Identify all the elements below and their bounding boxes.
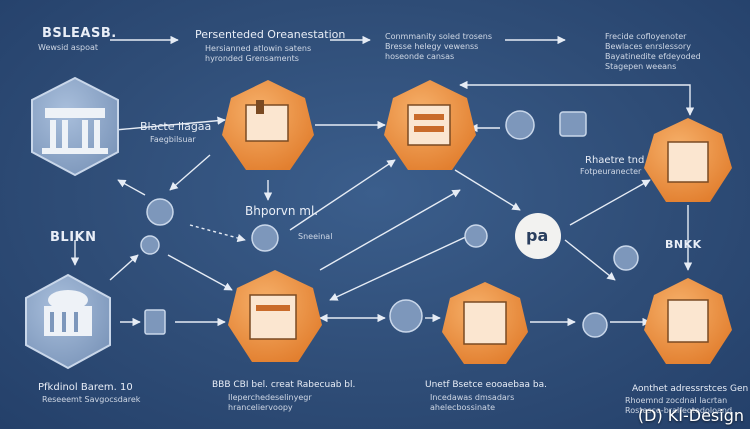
arrow-pa-down: [564, 239, 616, 281]
shield-icon: [251, 224, 279, 252]
label-bottom-cl-title: BBB CBI bel. creat Rabecuab bl.: [212, 380, 356, 390]
phone-icon: [613, 245, 639, 271]
small-icons: [140, 110, 639, 338]
bank-node-top: [31, 76, 119, 177]
connector-arrows: [70, 35, 695, 327]
label-bank-right: BNKK: [665, 238, 702, 251]
arrow-node2-to-right: [459, 80, 695, 116]
arrow-node2-to-pa: [454, 169, 521, 211]
pa-badge: [515, 213, 561, 259]
orange-node-2: [384, 80, 476, 170]
label-bottom-cr-title: Unetf Bsetce eooaebaa ba.: [425, 380, 547, 390]
database-icon: [144, 309, 166, 335]
label-bottom-left-sub: Reseeemt Savgocsdarek: [42, 395, 141, 404]
label-bank-left-title: Blacte llagaa: [140, 120, 212, 133]
arrow-pa-to-right: [569, 179, 651, 226]
orange-node-5: [644, 278, 732, 364]
label-mid: Bhporvn ml.: [245, 204, 319, 218]
label-top-right-sub: Frecide cofloyenoter Bewlaces enrslessor…: [605, 32, 701, 71]
label-top-center-title: Persenteded Oreanestation: [195, 28, 346, 41]
arrow-node1-to-lock: [169, 154, 211, 191]
label-mid-sub: Sneeinal: [298, 232, 333, 241]
label-top-rc-sub: Conmmanity soled trosens Bresse helegy v…: [385, 32, 493, 61]
arrow-shield-to-node2: [289, 159, 396, 231]
coin-icon: [140, 235, 160, 255]
arrow-node3-pa: [329, 234, 471, 301]
label-top-left-sub: Wewsid aspoat: [38, 43, 98, 52]
label-bottom-cr-sub: Incedawas dmsadars ahelecbossinate: [430, 393, 515, 412]
label-bottom-cl-sub: Ileperchedeselinyegr hranceliervoopy: [228, 393, 312, 412]
label-top-left-title: BSLEASB.: [42, 26, 117, 41]
credit-watermark: (D) KI-Design: [637, 406, 744, 425]
arrow-bank2-up: [109, 254, 139, 281]
label-pa: pa: [526, 226, 549, 245]
orange-node-right: [644, 118, 732, 202]
arrow-coin-to-node3: [167, 254, 233, 291]
arrow-bank-to-node1: [114, 116, 226, 131]
arrow-node3-to-node2: [319, 189, 461, 271]
label-bottom-left-title: Pfkdinol Barem. 10: [38, 382, 133, 393]
label-bottom-right-title: Aonthet adressrstces Gen: [632, 384, 749, 394]
chart-icon: [389, 299, 423, 333]
chip-icon: [464, 224, 488, 248]
arrow-lock-left: [117, 179, 146, 196]
label-right: Rhaetre tnd: [585, 155, 645, 166]
orange-node-1: [222, 80, 314, 170]
user-icon: [505, 110, 535, 140]
label-right-sub: Fotpeuranecter: [580, 167, 642, 176]
bank-node-bottom: [25, 273, 111, 370]
orange-node-4: [442, 282, 528, 364]
label-bank: BLIKN: [50, 230, 97, 245]
orange-node-3: [228, 270, 322, 362]
label-bottom-right-sub: Rhoemnd zocdnal lacrtan Rostesce-bralfeo…: [625, 396, 733, 415]
label-bank-left-sub: Faegbilsuar: [150, 135, 196, 144]
device-icon: [559, 111, 587, 137]
label-top-center-sub: Hersianned atlowin satens hyronded Grens…: [205, 44, 312, 63]
lock-icon: [146, 198, 174, 226]
arrow-lock-to-shield: [189, 224, 246, 243]
globe-icon: [582, 312, 608, 338]
